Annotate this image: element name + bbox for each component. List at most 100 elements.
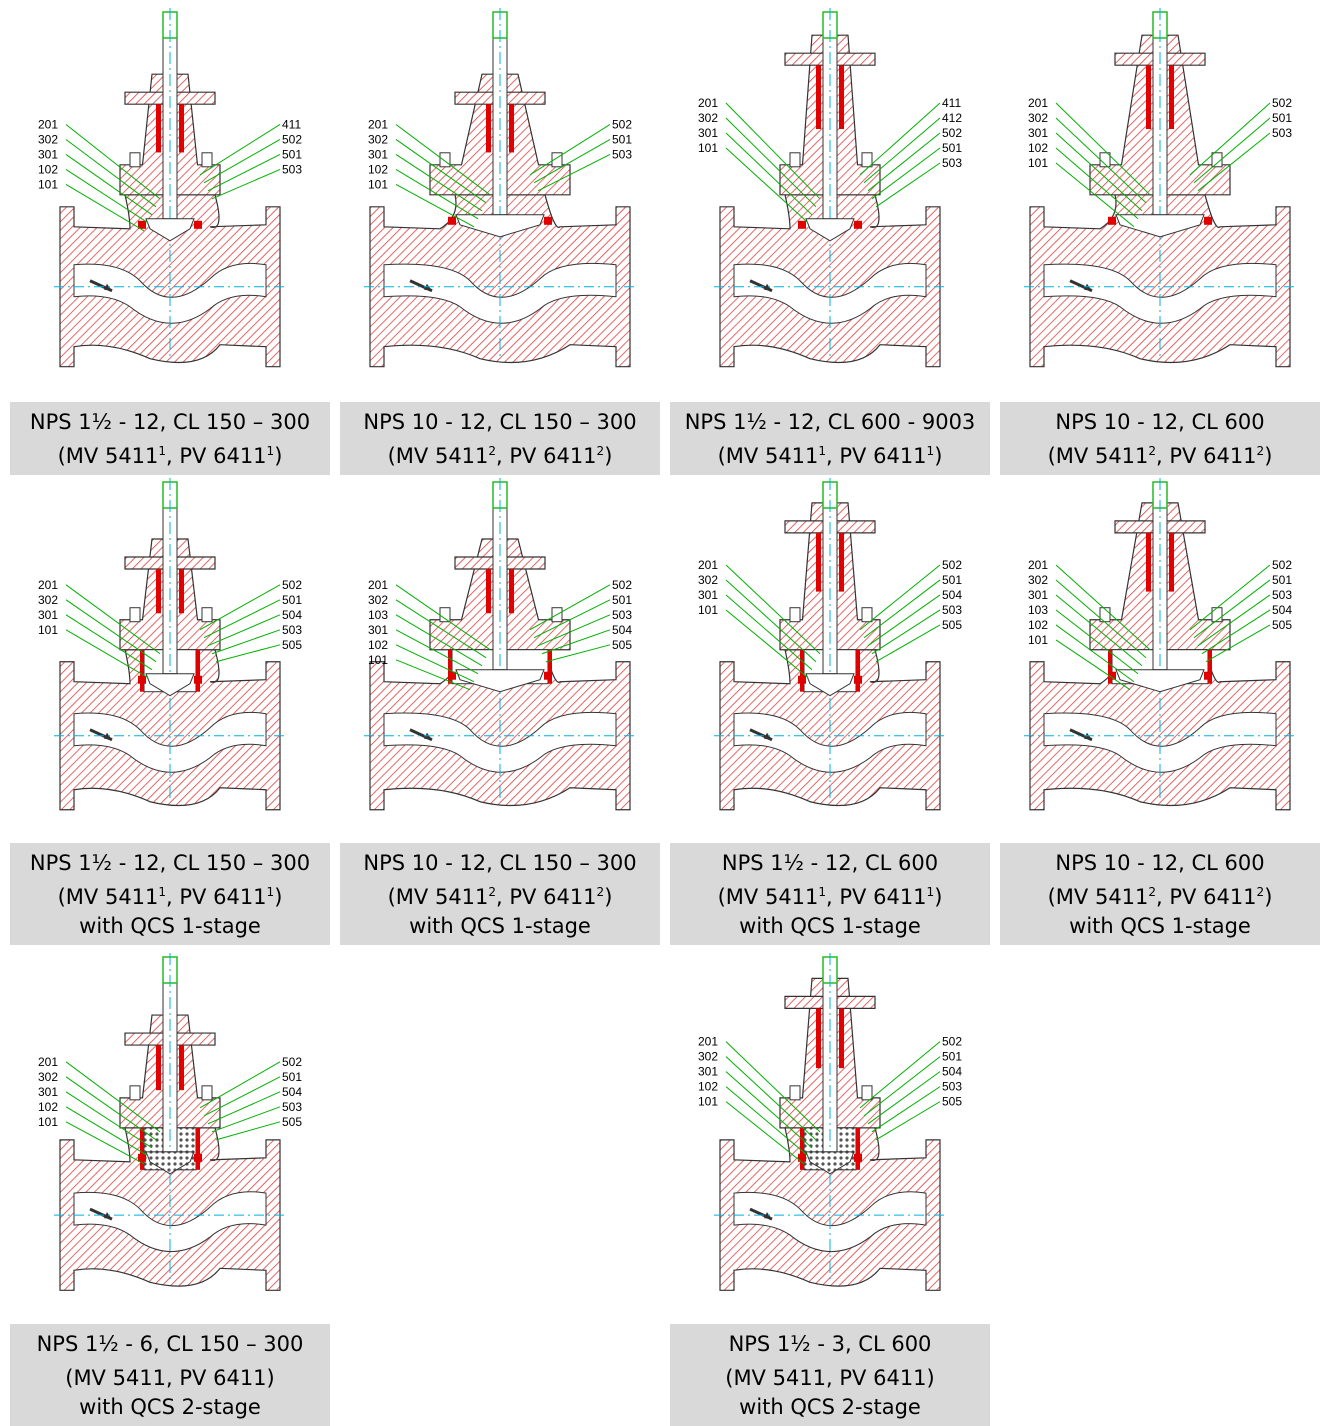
leader-line [725, 147, 809, 224]
part-label-301: 301 [368, 623, 388, 637]
seat-ring-left [1108, 671, 1116, 680]
bonnet-bolt [861, 607, 873, 623]
part-label-502: 502 [1272, 96, 1292, 110]
leader-line [207, 614, 281, 647]
part-label-102: 102 [368, 638, 388, 652]
seat-ring-left [138, 675, 146, 684]
figure-caption: NPS 10 - 12, CL 150 – 300(MV 54112, PV 6… [340, 402, 660, 475]
leader-line [725, 132, 813, 216]
caption-mid: , PV 6411 [166, 885, 267, 909]
caption-sup1: 1 [158, 885, 167, 899]
part-label-101: 101 [698, 141, 718, 155]
part-label-503: 503 [942, 1080, 962, 1094]
part-label-503: 503 [612, 608, 632, 622]
leader-line [207, 1091, 281, 1125]
bonnet-bolt [201, 152, 213, 168]
figure-caption: NPS 1½ - 6, CL 150 – 300(MV 5411, PV 641… [10, 1324, 330, 1426]
part-label-503: 503 [1272, 126, 1292, 140]
part-label-503: 503 [282, 162, 302, 176]
leader-line [1055, 117, 1147, 204]
cage-seal-left [800, 1127, 804, 1170]
bonnet-bolt [789, 1085, 801, 1101]
leader-line [859, 564, 941, 631]
part-label-102: 102 [368, 162, 388, 176]
figure-caption: NPS 10 - 12, CL 150 – 300(MV 54112, PV 6… [340, 843, 660, 945]
caption-mv: (MV 5411 [57, 444, 159, 468]
leader-line [65, 629, 149, 679]
leader-line [65, 1061, 161, 1133]
leader-line [65, 124, 161, 200]
leader-line [199, 124, 281, 176]
caption-mv: (MV 5411 [387, 444, 489, 468]
caption-sup1: 2 [488, 885, 497, 899]
bonnet-bolt [439, 607, 451, 623]
cage-seal-right [856, 649, 860, 692]
valve-body [719, 1127, 941, 1291]
valve-plug [455, 214, 545, 238]
part-label-505: 505 [612, 638, 632, 652]
caption-model-numbers: (MV 5411, PV 6411) [10, 1359, 330, 1393]
part-label-102: 102 [698, 1080, 718, 1094]
leader-line [207, 154, 281, 192]
packing-seal-left [156, 104, 161, 153]
part-label-302: 302 [38, 132, 58, 146]
valve-plug [805, 673, 855, 697]
figure-caption: NPS 1½ - 12, CL 600 - 9003(MV 54111, PV … [670, 402, 990, 475]
part-label-102: 102 [1028, 141, 1048, 155]
leader-line [65, 154, 153, 216]
flow-passage [733, 711, 927, 773]
part-label-504: 504 [282, 608, 302, 622]
caption-option: with QCS 1-stage [739, 914, 921, 938]
caption-sup1: 2 [1148, 444, 1157, 458]
part-label-201: 201 [368, 117, 388, 131]
bonnet-bolt [789, 152, 801, 168]
flow-passage [73, 262, 267, 324]
caption-end: ) [934, 444, 943, 468]
leader-line [1055, 594, 1143, 667]
cage-seal-right [548, 649, 552, 684]
part-label-301: 301 [698, 126, 718, 140]
leader-line [395, 659, 471, 691]
part-label-101: 101 [1028, 633, 1048, 647]
leader-line [1205, 624, 1271, 663]
part-label-501: 501 [942, 141, 962, 155]
caption-option: with QCS 1-stage [409, 914, 591, 938]
leader-line [203, 599, 281, 639]
caption-model-numbers: (MV 5411, PV 6411) [670, 1359, 990, 1393]
valve-body [59, 1127, 281, 1291]
part-label-101: 101 [698, 603, 718, 617]
part-label-505: 505 [1272, 618, 1292, 632]
part-label-102: 102 [38, 1100, 58, 1114]
caption-option: with QCS 1-stage [1069, 914, 1251, 938]
leader-line [529, 124, 611, 176]
leader-line [725, 1056, 817, 1141]
caption-sup1: 1 [818, 885, 827, 899]
part-label-504: 504 [282, 1085, 302, 1099]
caption-option: with QCS 1-stage [79, 914, 261, 938]
part-label-302: 302 [1028, 573, 1048, 587]
part-label-101: 101 [368, 177, 388, 191]
part-label-505: 505 [942, 1095, 962, 1109]
flow-passage [383, 711, 617, 773]
packing-seal-left [156, 1045, 161, 1091]
part-label-503: 503 [282, 623, 302, 637]
caption-size-class: NPS 1½ - 12, CL 150 – 300 [29, 410, 311, 434]
flow-passage [73, 711, 267, 773]
leader-line [725, 579, 817, 663]
part-label-101: 101 [368, 653, 388, 667]
flow-passage [383, 262, 617, 324]
part-label-505: 505 [942, 618, 962, 632]
caption-sup2: 1 [926, 444, 935, 458]
leader-line [871, 609, 941, 655]
part-label-503: 503 [612, 147, 632, 161]
cage-seal-left [1108, 649, 1112, 684]
caption-sup2: 1 [266, 444, 275, 458]
valve-plug [145, 673, 195, 697]
